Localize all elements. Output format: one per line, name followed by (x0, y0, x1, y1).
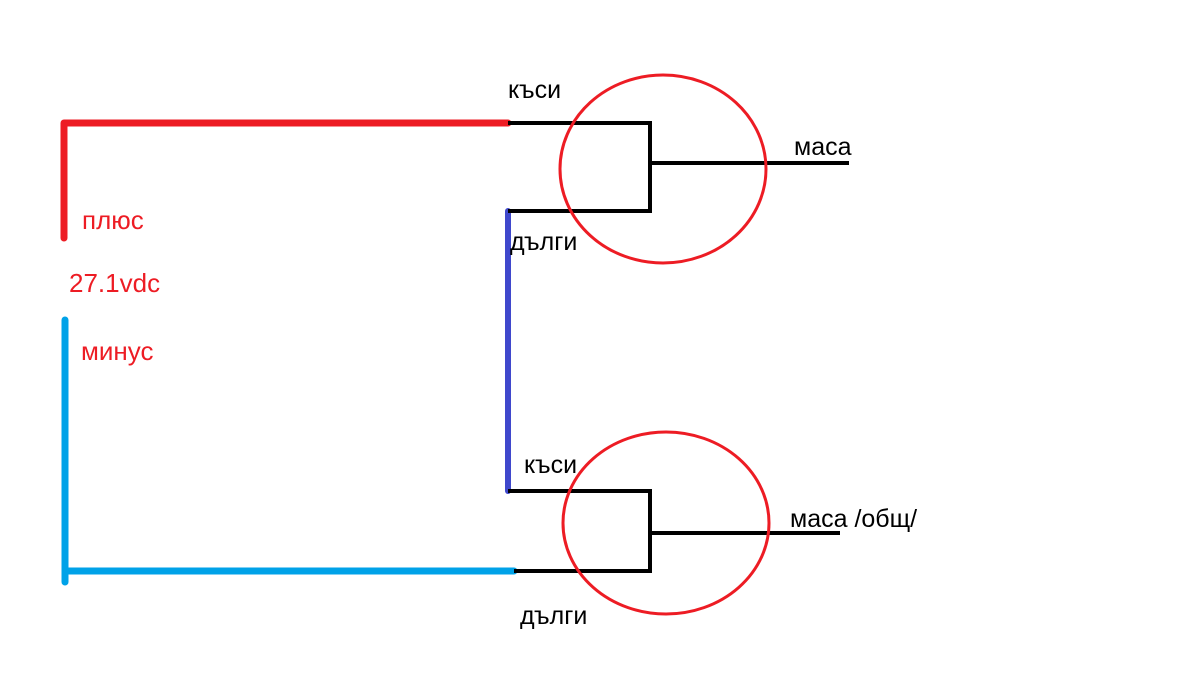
upper-relay-circle (558, 73, 768, 265)
lower-ground-label: маса /общ/ (790, 505, 918, 533)
upper-relay (508, 73, 849, 265)
plus-label: плюс (82, 205, 144, 235)
negative-wire (61, 316, 518, 586)
lower-long-label: дълги (520, 602, 588, 630)
upper-ground-label: маса (794, 133, 852, 161)
upper-long-label: дълги (510, 228, 578, 256)
minus-label: минус (81, 336, 154, 366)
upper-short-label: къси (508, 76, 562, 104)
voltage-label: 27.1vdc (69, 268, 161, 298)
lower-relay (508, 430, 840, 616)
lower-relay-circle (561, 430, 771, 616)
lower-short-label: къси (524, 451, 578, 479)
positive-wire (60, 119, 512, 242)
